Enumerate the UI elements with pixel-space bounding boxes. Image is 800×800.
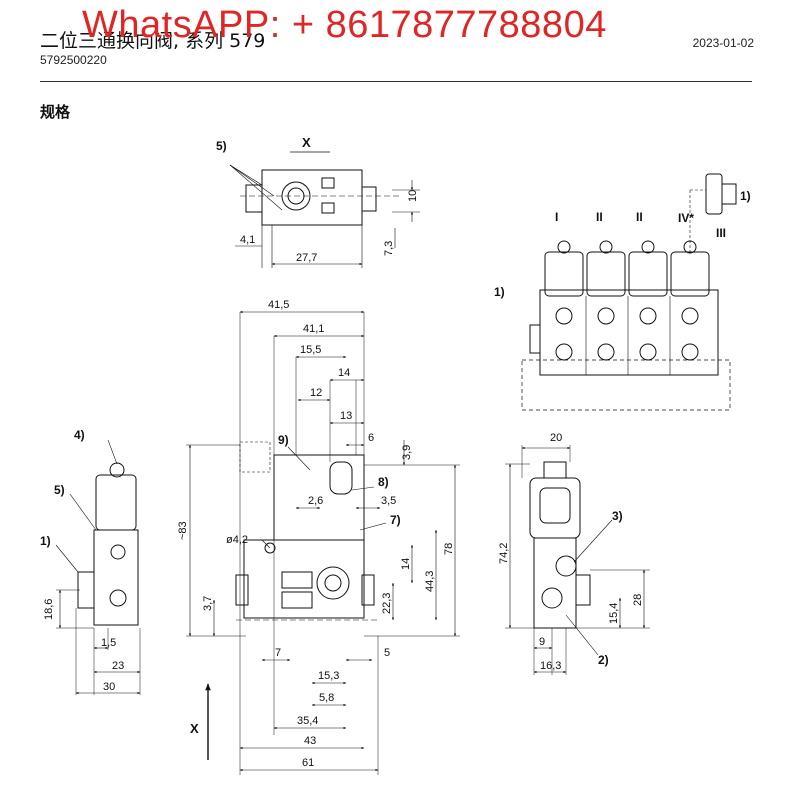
dim-top-4-1: 4,1	[240, 234, 255, 246]
dim-43: 43	[304, 735, 316, 747]
dim-15-5: 15,5	[300, 344, 321, 356]
solenoid-3	[628, 240, 668, 361]
callout-3: 3)	[612, 509, 623, 523]
dim-35-4: 35,4	[297, 715, 318, 727]
dim-74-2: 74,2	[498, 543, 510, 564]
dim-1-5: 1,5	[101, 637, 116, 649]
dim-6: 6	[368, 432, 374, 444]
dim-41-5: 41,5	[268, 299, 289, 311]
solenoid-1	[544, 240, 584, 361]
dim-44-3: 44,3	[424, 571, 436, 592]
callout-1-manifold-left: 1)	[494, 285, 505, 299]
roman-ii-b: II	[636, 210, 643, 224]
callout-4: 4)	[74, 428, 85, 442]
dim-41-1: 41,1	[303, 323, 324, 335]
dim-78: 78	[443, 543, 455, 555]
callout-8: 8)	[378, 475, 389, 489]
callout-9: 9)	[278, 433, 289, 447]
left-body	[93, 529, 139, 626]
dim-22-3: 22,3	[381, 593, 393, 614]
dim-2-6: 2,6	[308, 495, 323, 507]
dim-3-5: 3,5	[381, 495, 396, 507]
solenoid-4	[670, 240, 710, 361]
plug-iv	[705, 173, 723, 215]
manifold-view	[521, 173, 737, 411]
roman-iii: III	[716, 226, 726, 240]
section-title: 规格	[40, 103, 71, 121]
dim-16-3: 16,3	[540, 660, 561, 672]
dim-15-3: 15,3	[318, 670, 339, 682]
document-date: 2023-01-02	[692, 36, 754, 50]
manifold-base	[539, 289, 719, 376]
valve-body	[243, 539, 365, 619]
dim-30: 30	[103, 681, 115, 693]
callout-1-left: 1)	[40, 534, 51, 548]
dim-top-27-7: 27,7	[296, 252, 317, 264]
dim-20: 20	[550, 432, 562, 444]
dim-5-8: 5,8	[319, 692, 334, 704]
roman-iv: IV*	[678, 211, 694, 225]
dim-18-6: 18,6	[43, 599, 55, 620]
dim-top-10: 10	[407, 190, 419, 202]
document-title: 二位三通换向阀, 系列 579	[40, 30, 266, 52]
watermark-text: WhatsAPP: + 8617877788804	[82, 4, 607, 46]
roman-ii-a: II	[596, 210, 603, 224]
front-view	[186, 310, 460, 775]
header-rule	[40, 81, 752, 82]
solenoid-2	[586, 240, 626, 361]
view-label-x-front: X	[190, 721, 199, 736]
dim-61: 61	[302, 757, 314, 769]
left-solenoid	[95, 474, 137, 531]
callout-7: 7)	[390, 513, 401, 527]
callout-5-top: 5)	[216, 139, 227, 153]
right-side-view	[505, 445, 650, 675]
roman-i: I	[555, 210, 558, 224]
right-body	[533, 537, 577, 629]
dim-9: 9	[539, 636, 545, 648]
callout-5-left: 5)	[54, 483, 65, 497]
dim-12: 12	[310, 387, 322, 399]
dim-13: 13	[340, 410, 352, 422]
dim-5: 5	[384, 647, 390, 659]
view-label-x-top: X	[302, 135, 311, 150]
dim-7: 7	[275, 647, 281, 659]
dim-3-9: 3,9	[401, 445, 413, 460]
top-view-body	[261, 169, 363, 226]
dim-top-7-3: 7,3	[383, 241, 395, 256]
dim-14-top: 14	[338, 367, 350, 379]
dim-15-4: 15,4	[608, 603, 620, 624]
dim-3-7: 3,7	[202, 596, 214, 611]
dim-dia-4-2: ø4,2	[226, 534, 248, 546]
dim-28: 28	[632, 594, 644, 606]
callout-1-manifold: 1)	[740, 189, 751, 203]
callout-2: 2)	[598, 653, 609, 667]
dim-23: 23	[112, 660, 124, 672]
dim-approx-83: ~83	[177, 521, 189, 540]
part-number: 5792500220	[40, 53, 107, 67]
right-solenoid	[529, 477, 581, 539]
left-side-view	[55, 439, 141, 695]
top-view	[229, 151, 420, 268]
dim-14-side: 14	[400, 558, 412, 570]
